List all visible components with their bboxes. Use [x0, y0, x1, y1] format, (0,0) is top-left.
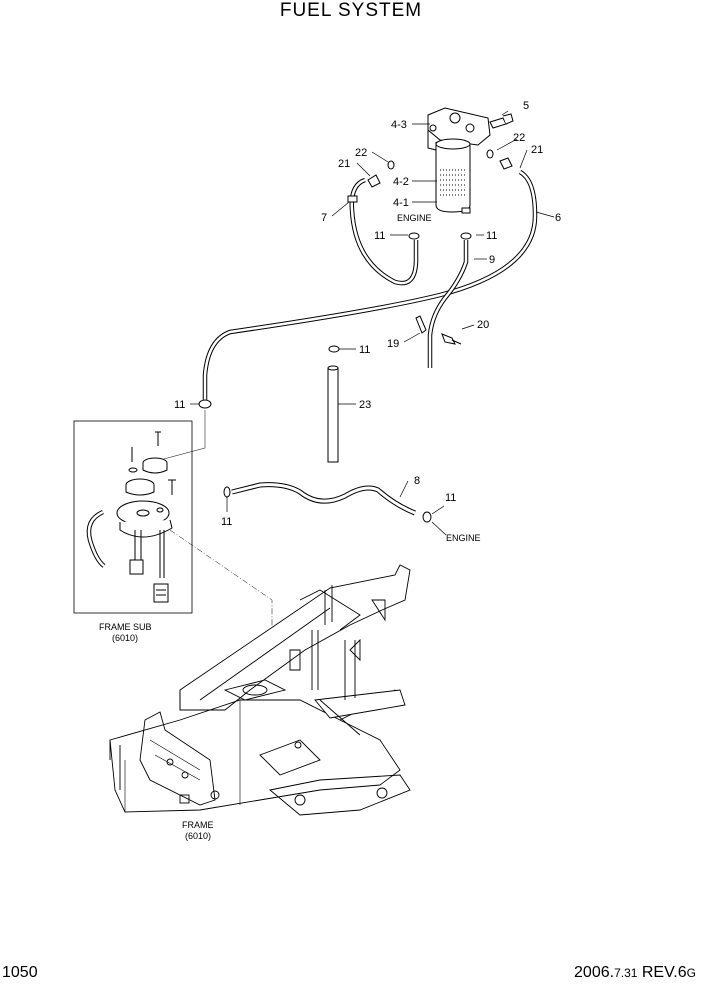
callout-8: 8 [414, 475, 420, 487]
bracket-19 [415, 315, 462, 345]
clamps-11 [198, 232, 472, 523]
frame-code: (6010) [185, 831, 211, 841]
bolt-5 [489, 113, 514, 129]
frame-label: FRAME [182, 820, 214, 830]
callout-9: 9 [489, 254, 495, 266]
hose-7 [347, 177, 419, 286]
callout-4-2: 4-2 [393, 176, 409, 188]
callout-11-c: 11 [359, 344, 370, 356]
engine-label-top: ENGINE [397, 213, 432, 223]
hose-6 [202, 170, 538, 400]
callout-19: 19 [387, 338, 399, 350]
tube-8 [231, 482, 416, 516]
engine-label-bottom: ENGINE [446, 533, 481, 543]
leader-lines [190, 110, 555, 536]
frame-sub-code: (6010) [112, 633, 138, 643]
callout-6: 6 [555, 212, 561, 224]
revision-date: 7.31 [614, 966, 638, 980]
callout-4-1: 4-1 [393, 197, 409, 209]
tube-23 [327, 365, 339, 463]
callout-5: 5 [523, 100, 529, 112]
callout-21-right: 21 [531, 144, 543, 156]
callout-21-left: 21 [338, 158, 350, 170]
callout-11-a: 11 [374, 230, 385, 242]
callout-23: 23 [359, 399, 371, 411]
callout-20: 20 [477, 319, 489, 331]
revision-rev: REV.6 [641, 964, 687, 981]
callout-7: 7 [321, 212, 327, 224]
frame-sub-inset [73, 410, 273, 660]
frame-structure [109, 564, 411, 816]
frame-sub-label: FRAME SUB [99, 622, 152, 632]
callout-11-f: 11 [221, 516, 232, 528]
fuel-filter-assembly [367, 107, 514, 214]
revision-date-prefix: 2006. [574, 964, 615, 981]
revision-suffix: G [686, 966, 696, 980]
callout-22-right: 22 [513, 132, 525, 144]
page-title: FUEL SYSTEM [279, 0, 423, 21]
callout-11-b: 11 [486, 230, 497, 242]
callout-11-e: 11 [445, 492, 456, 504]
tube-9 [427, 240, 469, 368]
callout-11-d: 11 [174, 399, 185, 411]
callout-4-3: 4-3 [391, 119, 407, 131]
page-number: 1050 [2, 964, 38, 981]
revision-stamp: 2006.7.31 REV.6G [574, 964, 696, 982]
callout-22-left: 22 [355, 147, 367, 159]
